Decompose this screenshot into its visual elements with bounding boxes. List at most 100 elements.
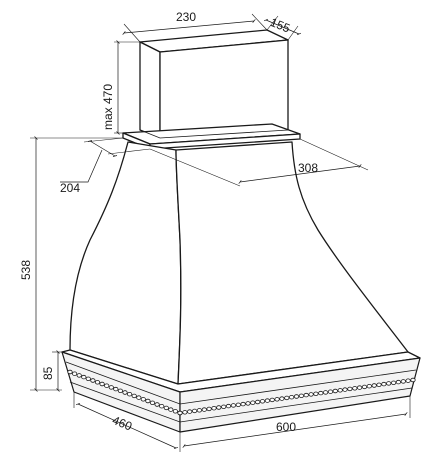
duct-height-label: max 470	[101, 84, 115, 130]
bead	[235, 402, 241, 407]
bead	[303, 392, 309, 398]
bead	[76, 373, 82, 378]
bead	[381, 381, 387, 387]
bead	[308, 392, 314, 397]
base-width-label: 600	[276, 420, 296, 434]
bead	[127, 392, 133, 397]
bead	[154, 402, 160, 407]
bead	[240, 401, 246, 407]
bead	[288, 395, 295, 400]
dim-base-height: 85	[41, 350, 62, 392]
bead	[145, 398, 151, 404]
shelf-width-label: 308	[298, 161, 318, 175]
bead	[168, 407, 174, 412]
bead	[410, 377, 416, 383]
canopy-front-panel	[175, 141, 409, 385]
bead	[352, 386, 358, 391]
bead	[337, 388, 343, 393]
bead	[376, 382, 382, 387]
canopy-corner-edge	[175, 149, 182, 385]
bead	[136, 395, 142, 400]
bead	[245, 401, 251, 406]
bead	[85, 376, 91, 381]
bead	[405, 378, 411, 383]
bead	[284, 395, 290, 401]
base-depth-label: 460	[110, 413, 134, 434]
bead	[67, 369, 73, 375]
duct-cover	[139, 29, 289, 139]
duct-footprint	[139, 129, 289, 139]
dim-duct-width: 230	[122, 10, 268, 43]
bead	[250, 400, 256, 405]
bead	[81, 374, 87, 380]
bead	[255, 399, 261, 405]
bead	[318, 390, 324, 396]
bead	[108, 385, 114, 390]
bead	[221, 404, 227, 409]
bead	[293, 394, 300, 399]
dim-base-width: 600	[182, 396, 411, 448]
dim-shelf-depth: 204	[60, 137, 151, 195]
bead	[347, 386, 353, 392]
bead	[187, 409, 193, 414]
hood-height-label: 538	[19, 260, 33, 280]
bead	[90, 378, 96, 383]
dim-shelf-width: 308	[149, 138, 369, 187]
bead	[177, 410, 183, 416]
bead	[225, 403, 232, 409]
bead	[366, 384, 372, 389]
shelf-plate	[122, 123, 301, 150]
bead	[259, 399, 266, 404]
bead	[356, 385, 363, 390]
bead	[163, 405, 169, 411]
bead	[230, 403, 236, 408]
bead	[201, 407, 207, 412]
bead	[104, 383, 110, 388]
bead	[94, 380, 101, 385]
bead	[206, 406, 212, 412]
bead	[113, 386, 119, 392]
bead	[172, 409, 178, 414]
duct-side-face	[139, 41, 161, 139]
canopy-side-panel	[69, 141, 182, 385]
bead	[274, 397, 280, 402]
bead	[196, 408, 202, 413]
duct-width-label: 230	[176, 10, 196, 24]
base-molding-line	[65, 361, 417, 405]
canopy-body	[69, 141, 409, 385]
bead	[327, 389, 334, 394]
duct-front-face	[159, 39, 289, 139]
bead	[390, 380, 397, 385]
bead	[361, 384, 368, 390]
bead	[332, 388, 338, 394]
bead	[192, 408, 198, 414]
bead	[99, 381, 105, 387]
bead	[386, 381, 392, 386]
bead	[117, 388, 124, 393]
base-lower-line	[69, 381, 413, 423]
bead	[342, 387, 348, 392]
bead	[279, 396, 285, 401]
shelf-depth-label: 204	[60, 181, 80, 195]
bead	[298, 393, 304, 398]
bead	[159, 404, 165, 409]
bead	[313, 391, 319, 396]
bead	[371, 383, 377, 388]
dim-duct-height: max 470	[101, 40, 140, 135]
bead	[400, 379, 406, 384]
bead	[264, 398, 270, 403]
bead	[131, 393, 137, 399]
bead	[269, 397, 275, 403]
base-height-label: 85	[41, 366, 55, 380]
bead	[182, 410, 188, 415]
bead	[211, 406, 217, 411]
dim-hood-height: 538	[19, 136, 123, 392]
bead	[72, 371, 78, 376]
bead	[122, 390, 128, 395]
bead	[395, 379, 401, 385]
bead	[149, 400, 156, 405]
bead	[216, 405, 222, 410]
bead	[322, 390, 329, 395]
bead	[140, 397, 146, 402]
